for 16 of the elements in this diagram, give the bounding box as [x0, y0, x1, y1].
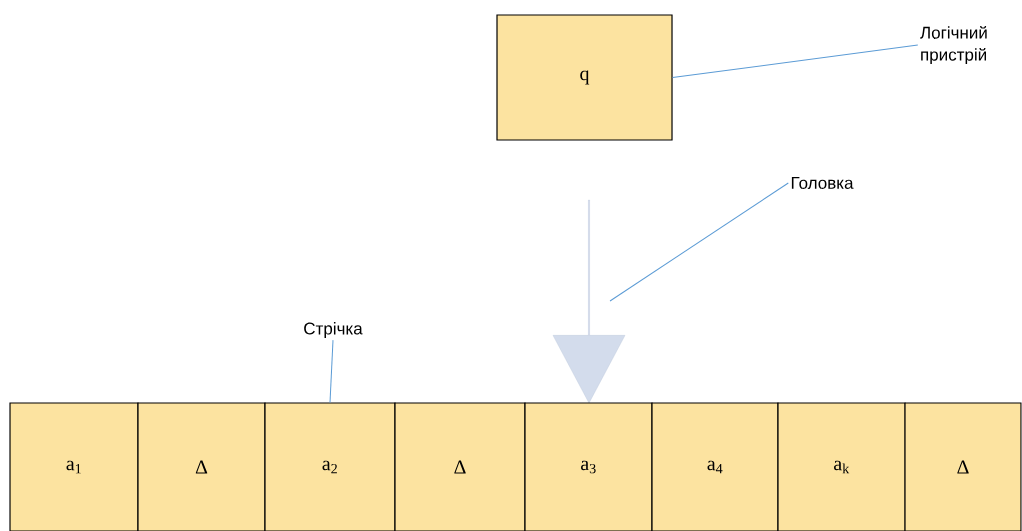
tape-cell: a$_{1}$: [9, 402, 139, 531]
tape-cell: a$_{3}$: [524, 402, 653, 531]
callout-text: Стрічка: [304, 322, 363, 338]
tape-cell: a$_{k}$: [777, 402, 906, 531]
leader-line: [329, 339, 334, 403]
tape-cell: Δ: [394, 402, 526, 531]
leader-line: [672, 44, 919, 78]
callout-text: Логічний пристрій: [920, 25, 987, 65]
tape-cell: a$_{4}$: [651, 402, 779, 531]
tape-cell: Δ: [137, 402, 266, 531]
tape-cell: a$_{2}$: [264, 402, 396, 531]
callout-text: Головка: [791, 177, 854, 189]
head-arrow: [552, 199, 626, 404]
leader-line: [609, 182, 789, 302]
logic-device-box: q: [496, 14, 673, 141]
tape-cell: Δ: [904, 402, 1022, 531]
